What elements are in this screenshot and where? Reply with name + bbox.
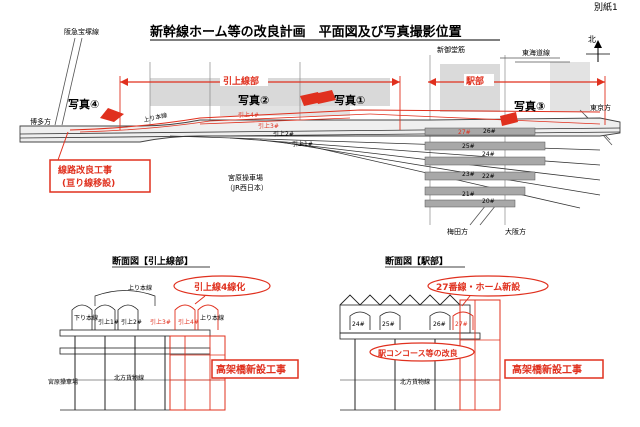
section-right-title: 断面図【駅部】 [385, 255, 448, 267]
zone-hikiage-label: 引上線部 [223, 75, 259, 87]
sr-t24: 24# [352, 321, 365, 328]
sl-h4: 引上4# [178, 318, 199, 326]
photo1-arrow-icon [314, 90, 336, 104]
label-tokyo: 東京方 [590, 103, 611, 112]
track-hikiage4: 引上4# [238, 111, 259, 119]
page-title: 新幹線ホーム等の改良計画 平面図及び写真撮影位置 [150, 24, 462, 40]
sl-kita: 北方貨物線 [114, 374, 144, 382]
section-left: 断面図【引上線部】 上り本線 下り本線 引上1# 引上2# 引上3# 引上4# … [48, 255, 299, 411]
sr-t25: 25# [382, 321, 395, 328]
photo4-label: 写真④ [68, 97, 99, 111]
label-yard-sub: （JR西日本） [226, 183, 268, 192]
sl-kami2: 上り本線 [200, 314, 224, 322]
plan-view: 引上線部 駅部 阪急宝塚線 新御堂筋 東海道線 博多方 東京方 梅田方 大阪方 … [19, 27, 621, 236]
sr-callout1-text: 27番線・ホーム新設 [436, 281, 521, 293]
label-tokaido: 東海道線 [522, 48, 550, 57]
sr-kita: 北方貨物線 [400, 378, 430, 386]
track-hikiage3: 引上3# [258, 122, 279, 130]
north-label: 北 [588, 35, 596, 44]
sr-box-text: 高架橋新設工事 [512, 363, 582, 376]
sr-t27: 27# [455, 321, 468, 328]
track-kami-honsen: 上り本線 [143, 111, 168, 124]
photo4-arrow-icon [100, 108, 124, 122]
sr-callout2 [369, 342, 475, 362]
track-26: 26# [483, 128, 496, 135]
photo1-label: 写真① [334, 93, 365, 107]
track-24: 24# [482, 151, 495, 158]
zone-eki-label: 駅部 [466, 75, 484, 87]
label-yard: 宮原操車場 [228, 173, 263, 182]
track-25: 25# [462, 143, 475, 150]
sr-callout2-text: 駅コンコース等の改良 [378, 348, 458, 358]
section-left-title: 断面図【引上線部】 [112, 255, 193, 267]
photo2-label: 写真② [238, 93, 269, 107]
sr-callout1 [427, 275, 549, 297]
photo3-arrow-icon [500, 112, 518, 126]
sl-box-text: 高架橋新設工事 [216, 363, 286, 376]
track-22: 22# [482, 173, 495, 180]
sl-h1: 引上1# [98, 318, 119, 326]
label-osaka: 大阪方 [505, 227, 526, 236]
photo3-label: 写真③ [514, 99, 545, 113]
sr-box [504, 359, 604, 379]
sl-h2: 引上2# [121, 318, 142, 326]
construction-title: 線路改良工事 [58, 164, 112, 176]
track-hikiage1: 引上1# [292, 140, 313, 148]
section-right: 断面図【駅部】 24# 25# 26# 27# 北方貨物線 27番線・ホーム新設 [339, 255, 604, 411]
label-shinmido: 新御堂筋 [437, 45, 465, 54]
doc-id: 別紙1 [594, 1, 618, 13]
track-20: 20# [482, 198, 495, 205]
track-hikiage2: 引上2# [273, 130, 294, 138]
sl-h3: 引上3# [150, 318, 171, 326]
construction-sub: (亘り線移設) [62, 177, 115, 189]
label-umeda: 梅田方 [447, 227, 468, 236]
sl-yard: 宮原操車場 [48, 378, 78, 386]
track-27: 27# [458, 129, 471, 136]
north-arrow-icon [586, 40, 610, 62]
sl-box [211, 359, 299, 379]
track-21: 21# [462, 191, 475, 198]
sr-t26: 26# [433, 321, 446, 328]
sl-callout [173, 275, 271, 297]
sl-shimo: 下り本線 [74, 314, 98, 322]
label-hakata: 博多方 [30, 117, 51, 126]
construction-callout [49, 159, 151, 193]
sl-callout-text: 引上線4線化 [194, 281, 245, 293]
label-hankyu: 阪急宝塚線 [64, 27, 99, 36]
sl-kami-top: 上り本線 [128, 284, 152, 292]
track-23: 23# [462, 171, 475, 178]
